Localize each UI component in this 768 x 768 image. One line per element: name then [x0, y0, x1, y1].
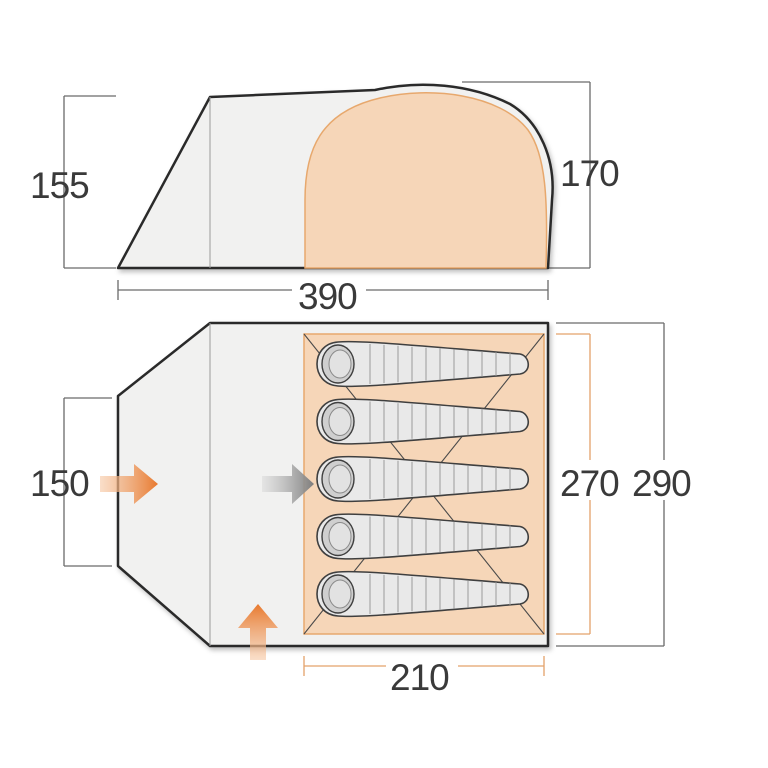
front-width-label: 150 [30, 463, 89, 504]
inner-length-dimension-line [303, 656, 545, 676]
sleeping-bag-icon [316, 455, 530, 503]
side-entry-arrow-icon [100, 464, 158, 504]
peak-height-dimension-line [462, 81, 591, 269]
peak-height-label: 170 [560, 153, 619, 194]
sleeping-bag-icon [316, 570, 530, 618]
sleeping-bag-icon [316, 513, 530, 560]
total-length-label: 390 [298, 276, 357, 317]
front-height-dimension-line [63, 95, 116, 269]
inner-length-label: 210 [390, 657, 449, 698]
total-length-dimension-line [117, 280, 549, 300]
total-width-dimension-line [556, 322, 665, 647]
sleeping-bag-icon [316, 340, 530, 388]
sleeping-bag-opening [328, 522, 352, 551]
front-entry-arrow-icon [238, 604, 278, 660]
inner-entry-arrow-icon [262, 464, 314, 504]
inner-dome-area [304, 92, 548, 269]
inner-width-dimension-line [556, 333, 591, 635]
total-width-label: 290 [632, 463, 691, 504]
total-length-dimension: 390 [117, 276, 549, 317]
floor-plan-view: 150 270 290 210 [30, 321, 692, 698]
side-elevation-view: 155 170 [30, 81, 620, 270]
sleeping-bag-opening [328, 464, 352, 494]
sleeping-bags [316, 340, 530, 618]
front-height-label: 155 [30, 165, 89, 206]
sleeping-bag-icon [316, 398, 530, 445]
sleeping-bag-opening [328, 579, 352, 609]
sleeping-bag-opening [328, 349, 352, 379]
front-width-dimension-line [63, 397, 112, 567]
sleeping-bag-opening [328, 407, 352, 436]
inner-width-label: 270 [560, 463, 619, 504]
